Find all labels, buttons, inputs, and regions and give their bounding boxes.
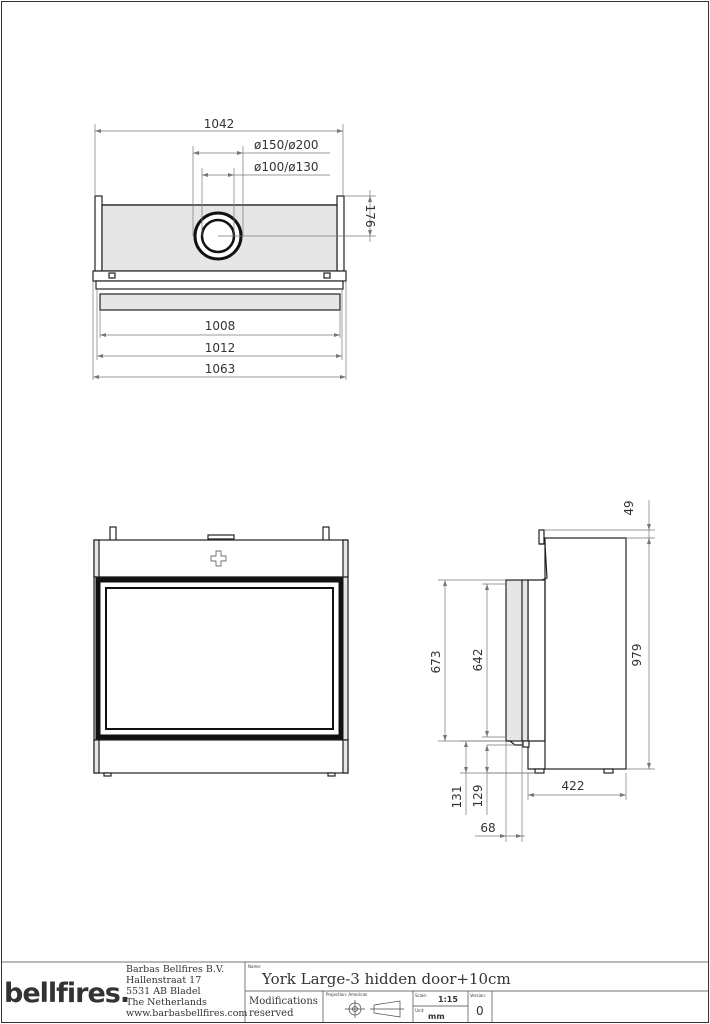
scale-label: Scale: [415, 993, 427, 998]
modifications-line1: Modifications [249, 996, 318, 1007]
dim-flue-offset: 176 [363, 205, 377, 228]
front-view [93, 526, 349, 777]
dim-width-c: 1063 [205, 362, 236, 376]
dim-top-offset: 49 [622, 500, 636, 515]
dim-opening-outer: 673 [429, 651, 443, 674]
dim-flue-inner: ø100/ø130 [254, 160, 319, 174]
version-value: 0 [476, 1004, 484, 1018]
front-glass [105, 587, 334, 730]
front-bottom-panel [93, 739, 349, 774]
unit-value: mm [428, 1012, 445, 1021]
company-city: 5531 AB Bladel [126, 986, 200, 997]
dim-base-b: 129 [471, 785, 485, 808]
company-name: Barbas Bellfires B.V. [126, 964, 224, 975]
projection-symbol-icon [345, 1000, 404, 1018]
scale-value: 1:15 [438, 995, 458, 1004]
unit-label: Unit: [415, 1008, 425, 1013]
dim-overall-width: 1042 [204, 117, 235, 131]
top-view-front-plate [95, 280, 344, 290]
dim-opening-inner: 642 [471, 649, 485, 672]
dim-width-b: 1012 [205, 341, 236, 355]
side-body [544, 537, 627, 770]
title-block: bellfires. Barbas Bellfires B.V. Hallens… [1, 961, 708, 1022]
dim-front-offset: 68 [480, 821, 495, 835]
version-label: Version: [470, 993, 486, 998]
top-view-front-ledge [92, 270, 347, 282]
company-website: www.barbasbellfires.com [126, 1008, 247, 1019]
company-logo: bellfires. [4, 978, 129, 1009]
top-view-side-left [94, 195, 103, 272]
top-view-glass [99, 293, 341, 311]
top-view-side-right [336, 195, 345, 272]
side-glass-block [505, 579, 529, 742]
side-view: 49 979 673 642 131 129 [429, 500, 655, 842]
dim-depth: 422 [562, 779, 585, 793]
product-name: York Large-3 hidden door+10cm [261, 970, 511, 988]
dim-total-height: 979 [630, 644, 644, 667]
modifications-line2: reserved [249, 1008, 294, 1019]
front-top-panel [93, 539, 349, 578]
company-country: The Netherlands [126, 997, 207, 1008]
dim-width-a: 1008 [205, 319, 236, 333]
cross-symbol [210, 550, 227, 567]
projection-label: Projection: American [326, 992, 368, 997]
dim-base-a: 131 [450, 786, 464, 809]
name-label: Name: [248, 964, 261, 969]
company-street: Hallenstraat 17 [126, 975, 201, 986]
side-front-step [527, 579, 546, 742]
dim-flue-outer: ø150/ø200 [254, 138, 319, 152]
top-view: 1042 ø150/ø200 ø100/ø130 176 1008 [92, 117, 377, 380]
